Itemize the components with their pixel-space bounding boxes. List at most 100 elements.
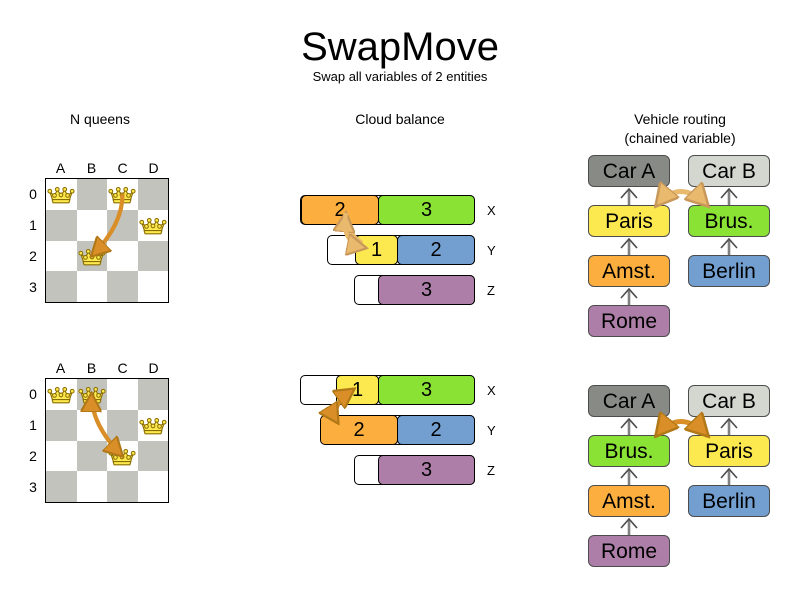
page-subtitle: Swap all variables of 2 entities (312, 69, 488, 84)
vrp-node-brus[interactable]: Brus. (688, 205, 770, 237)
vrp-node-berlin[interactable]: Berlin (688, 485, 770, 517)
process-block[interactable]: 2 (397, 235, 475, 265)
board-cell-C2[interactable] (107, 440, 138, 472)
queen-piece[interactable] (139, 215, 167, 235)
board-cell-D0[interactable] (137, 379, 168, 410)
board-cell-C3[interactable] (107, 271, 138, 302)
board-cell-A2[interactable] (46, 440, 77, 472)
vrp-node-rome[interactable]: Rome (588, 305, 670, 337)
board-row-label-3: 3 (29, 279, 37, 296)
computer-label-x: X (487, 383, 496, 398)
board-cell-D3[interactable] (137, 271, 168, 302)
board-column-label-a: A (55, 160, 66, 176)
computer-label-y: Y (487, 243, 496, 258)
chess-board (45, 378, 169, 503)
board-column-label-d: D (148, 160, 159, 176)
board-cell-C1[interactable] (107, 409, 138, 441)
board-cell-A1[interactable] (46, 409, 77, 441)
process-block[interactable]: 3 (378, 375, 475, 405)
queen-piece[interactable] (47, 184, 75, 204)
section-title-vehicle-routing: Vehicle routing (chained variable) (580, 110, 780, 148)
board-cell-C0[interactable] (107, 179, 138, 210)
board-row-label-3: 3 (29, 479, 37, 496)
queen-piece[interactable] (139, 415, 167, 435)
queen-piece[interactable] (108, 184, 136, 204)
board-cell-C2[interactable] (107, 240, 138, 272)
board-cell-C1[interactable] (107, 209, 138, 241)
vrp-node-amst[interactable]: Amst. (588, 485, 670, 517)
vrp-node-amst[interactable]: Amst. (588, 255, 670, 287)
vrp-node-paris[interactable]: Paris (588, 205, 670, 237)
vrp-node-rome[interactable]: Rome (588, 535, 670, 567)
board-column-label-b: B (86, 160, 97, 176)
board-cell-D1[interactable] (137, 409, 168, 441)
vrp-node-car-b[interactable]: Car B (688, 385, 770, 417)
board-row-label-2: 2 (29, 448, 37, 465)
process-block[interactable]: 2 (301, 195, 379, 225)
board-cell-A0[interactable] (46, 379, 77, 410)
vrp-node-paris[interactable]: Paris (688, 435, 770, 467)
section-title-cloud-balance: Cloud balance (355, 111, 445, 127)
board-cell-D1[interactable] (137, 209, 168, 241)
board-cell-D3[interactable] (137, 471, 168, 502)
board-row-label-0: 0 (29, 385, 37, 402)
vrp-node-car-b[interactable]: Car B (688, 155, 770, 187)
section-title-vehicle-routing-line2: (chained variable) (624, 130, 736, 146)
process-block[interactable]: 2 (397, 415, 475, 445)
board-cell-A2[interactable] (46, 240, 77, 272)
process-block[interactable]: 3 (378, 275, 475, 305)
board-cell-B0[interactable] (76, 179, 107, 210)
section-title-vehicle-routing-line1: Vehicle routing (634, 111, 726, 127)
process-block[interactable]: 1 (355, 235, 398, 265)
board-cell-B2[interactable] (76, 240, 107, 272)
computer-label-x: X (487, 203, 496, 218)
board-cell-B1[interactable] (76, 209, 107, 241)
queen-piece[interactable] (47, 384, 75, 404)
board-cell-D2[interactable] (137, 440, 168, 472)
board-cell-B3[interactable] (76, 271, 107, 302)
board-cell-C3[interactable] (107, 471, 138, 502)
vrp-node-brus[interactable]: Brus. (588, 435, 670, 467)
queen-piece[interactable] (108, 446, 136, 466)
vrp-node-car-a[interactable]: Car A (588, 155, 670, 187)
chess-board (45, 178, 169, 303)
board-cell-A3[interactable] (46, 271, 77, 302)
process-block[interactable]: 2 (320, 415, 398, 445)
board-cell-B2[interactable] (76, 440, 107, 472)
board-cell-B1[interactable] (76, 409, 107, 441)
board-cell-A1[interactable] (46, 209, 77, 241)
board-cell-D2[interactable] (137, 240, 168, 272)
board-row-label-1: 1 (29, 216, 37, 233)
cloud-computer-row-z[interactable]: 3 (354, 275, 475, 305)
board-cell-A0[interactable] (46, 179, 77, 210)
board-column-label-c: C (117, 160, 128, 176)
page-title: SwapMove (301, 25, 499, 69)
board-cell-B0[interactable] (76, 379, 107, 410)
process-block[interactable]: 3 (378, 195, 475, 225)
section-title-n-queens: N queens (70, 111, 130, 127)
queen-piece[interactable] (78, 384, 106, 404)
queen-piece[interactable] (78, 246, 106, 266)
board-cell-C0[interactable] (107, 379, 138, 410)
board-cell-A3[interactable] (46, 471, 77, 502)
computer-label-z: Z (487, 283, 495, 298)
process-block[interactable]: 3 (378, 455, 475, 485)
process-block[interactable]: 1 (336, 375, 379, 405)
board-cell-D0[interactable] (137, 179, 168, 210)
vrp-node-berlin[interactable]: Berlin (688, 255, 770, 287)
board-column-label-a: A (55, 360, 66, 376)
vrp-node-car-a[interactable]: Car A (588, 385, 670, 417)
cloud-computer-row-z[interactable]: 3 (354, 455, 475, 485)
board-cell-B3[interactable] (76, 471, 107, 502)
